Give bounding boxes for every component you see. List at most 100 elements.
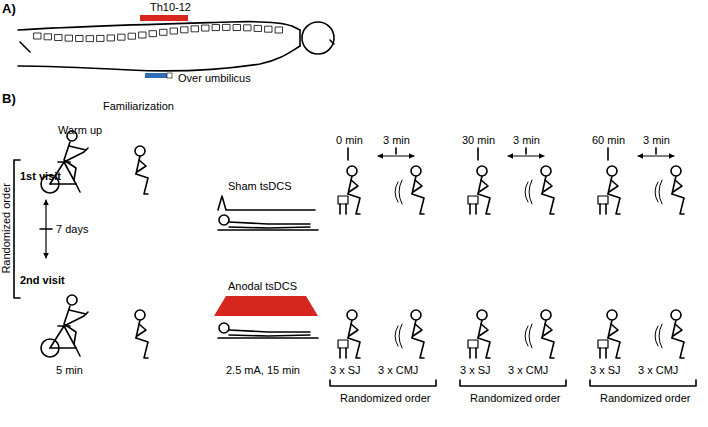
- body-outline: [18, 22, 300, 71]
- leg: [412, 194, 424, 214]
- motion-line: [529, 324, 532, 348]
- interval-tick: [655, 148, 657, 154]
- arm: [609, 324, 618, 336]
- interval-label: 3 min: [643, 134, 670, 147]
- head: [607, 310, 617, 320]
- motion-line: [659, 324, 662, 348]
- vertebra: [45, 34, 52, 40]
- stool-leg: [599, 348, 601, 358]
- rider-arm: [69, 146, 86, 150]
- bracket: [330, 380, 436, 386]
- leg: [478, 194, 490, 214]
- time-marker: [347, 148, 349, 160]
- stool-leg: [469, 204, 471, 214]
- time-label: 60 min: [592, 134, 625, 147]
- step-label: Familiarization: [103, 100, 174, 113]
- head: [671, 310, 681, 320]
- visit-label: 1st visit: [20, 170, 61, 183]
- head: [219, 323, 229, 333]
- head: [135, 146, 145, 156]
- interval-tick: [395, 148, 397, 154]
- vertebra: [160, 29, 167, 35]
- vertebra: [76, 36, 83, 42]
- bed: [218, 337, 318, 339]
- lying-body: [229, 330, 310, 332]
- arm: [479, 180, 488, 192]
- vertebra: [255, 25, 262, 31]
- leg: [608, 194, 620, 214]
- stool: [338, 196, 348, 204]
- lying-body: [229, 335, 310, 336]
- vertebra: [265, 26, 272, 32]
- stool-leg: [345, 204, 347, 214]
- stimulation-label: 2.5 mA, 15 min: [226, 364, 300, 377]
- test-label: 3 x SJ: [460, 364, 491, 377]
- vertebra: [118, 34, 125, 40]
- arm: [609, 180, 618, 192]
- vertebra: [223, 24, 230, 30]
- head: [541, 166, 551, 176]
- bracket: [590, 380, 696, 386]
- leg: [136, 338, 148, 358]
- head: [477, 310, 487, 320]
- stool: [468, 340, 478, 348]
- stool-leg: [475, 348, 477, 358]
- interval-arrow: [508, 155, 544, 156]
- stool-leg: [345, 348, 347, 358]
- interval-label: 7 days: [56, 223, 88, 236]
- motion-line: [395, 326, 398, 346]
- motion-line: [529, 180, 532, 204]
- vertebra: [244, 25, 251, 31]
- pelvis: [20, 42, 30, 52]
- order-label: Randomized order: [340, 392, 431, 405]
- leg: [542, 194, 554, 214]
- rider-arm: [69, 310, 86, 314]
- bracket: [460, 380, 566, 386]
- vertebra: [139, 32, 146, 38]
- arm: [543, 180, 552, 192]
- arm: [137, 160, 146, 172]
- interval-arrow: [378, 155, 414, 156]
- order-bracket: [14, 160, 20, 298]
- motion-line: [399, 324, 402, 348]
- vertebra: [87, 36, 94, 42]
- condition-label: Sham tsDCS: [228, 180, 292, 193]
- leg: [478, 338, 490, 358]
- bike-frame: [50, 312, 88, 348]
- interval-tick: [40, 228, 52, 230]
- electrode-tab: [167, 73, 172, 78]
- condition-label: Anodal tsDCS: [228, 280, 297, 293]
- test-label: 3 x CMJ: [638, 364, 678, 377]
- arm: [413, 180, 422, 192]
- order-label: Randomized order: [0, 178, 12, 278]
- step-label: Warm up: [58, 124, 102, 137]
- leg: [672, 338, 684, 358]
- vertebra: [181, 27, 188, 33]
- vertebra: [150, 31, 157, 37]
- vertebra: [171, 28, 178, 34]
- anodal-current: [214, 296, 318, 316]
- interval-tick: [525, 148, 527, 154]
- stool-leg: [475, 204, 477, 214]
- lying-body: [229, 222, 310, 224]
- head: [477, 166, 487, 176]
- vertebra: [97, 35, 104, 41]
- electrode-label: Over umbilicus: [178, 72, 251, 85]
- vertebra: [55, 35, 62, 41]
- arm: [349, 180, 358, 192]
- visit-label: 2nd visit: [20, 274, 65, 287]
- arm: [349, 324, 358, 336]
- region-label: Th10-12: [150, 1, 191, 14]
- head: [411, 166, 421, 176]
- motion-line: [659, 180, 662, 204]
- leg: [542, 338, 554, 358]
- head: [302, 22, 334, 54]
- motion-line: [655, 182, 658, 202]
- nose: [330, 40, 334, 44]
- arm: [413, 324, 422, 336]
- bed: [218, 229, 318, 231]
- cathode-electrode: [145, 73, 167, 78]
- head: [541, 310, 551, 320]
- stool-leg: [339, 348, 341, 358]
- head: [347, 166, 357, 176]
